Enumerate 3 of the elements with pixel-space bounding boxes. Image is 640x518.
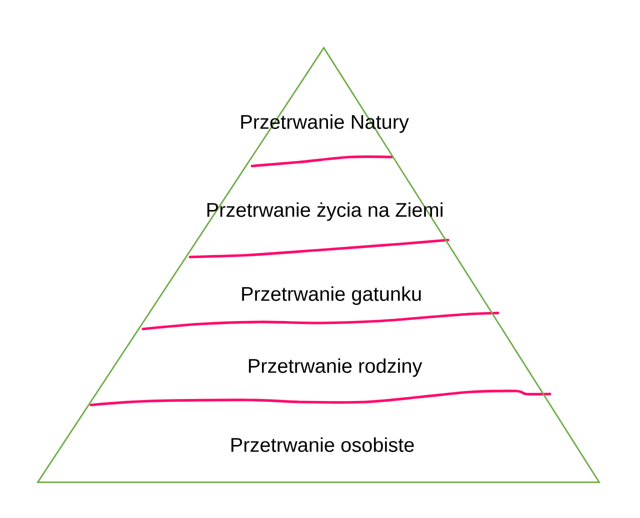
level-label: Przetrwanie gatunku	[242, 286, 421, 305]
level-label: Przetrwanie rodziny	[248, 358, 422, 377]
level-label: Przetrwanie osobiste	[231, 437, 414, 452]
